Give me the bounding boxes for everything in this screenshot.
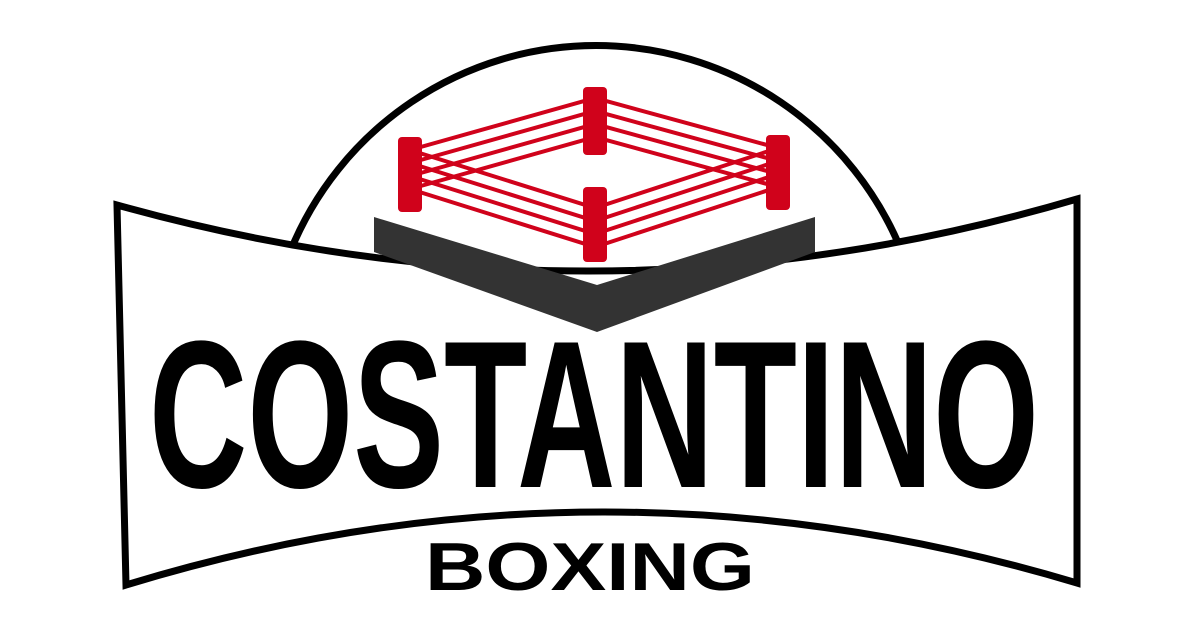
boxing-ring-icon [374,87,815,332]
logo-subtitle: BOXING [425,529,755,605]
logo-arch [286,42,906,254]
logo-name: COSTANTINO [149,297,1039,532]
ring-platform [374,217,815,332]
ring-posts [398,87,790,262]
